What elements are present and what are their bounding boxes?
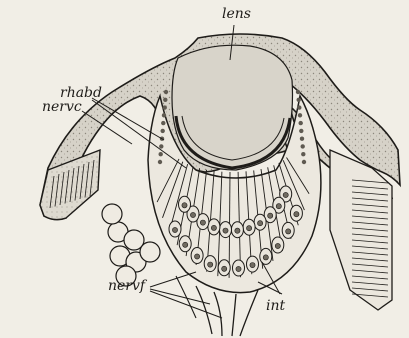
pigment-bead	[297, 105, 301, 109]
cell-nucleus	[222, 266, 227, 271]
nerve-fibre-5	[176, 276, 196, 318]
cell-nucleus	[172, 227, 177, 232]
pigment-bead	[159, 144, 163, 148]
label-rhabd: rhabd	[60, 86, 102, 100]
pigment-bead	[297, 98, 301, 102]
pigment-bead	[302, 160, 306, 164]
cell-nucleus	[247, 226, 252, 231]
left-vesicles	[102, 204, 160, 286]
pigment-bead	[300, 137, 304, 141]
nerve-fibre-1	[196, 286, 212, 334]
cell-nucleus	[286, 229, 291, 234]
leader-nervf-1	[150, 272, 196, 287]
cell-nucleus	[263, 255, 268, 260]
cell-nucleus	[208, 262, 213, 267]
cell-nucleus	[268, 213, 273, 218]
pigment-bead	[301, 152, 305, 156]
pigment-bead	[163, 105, 167, 109]
cell-nucleus	[275, 243, 280, 248]
label-int: int	[266, 299, 285, 313]
vesicle	[102, 204, 122, 224]
right-flap	[330, 150, 392, 310]
cell-nucleus	[294, 212, 299, 217]
cell-nucleus	[200, 220, 205, 225]
cell-nucleus	[258, 221, 263, 226]
cell-nucleus	[283, 192, 288, 197]
cell-nucleus	[190, 212, 195, 217]
cell-nucleus	[276, 204, 281, 209]
pigment-bead	[299, 129, 303, 133]
cell-nucleus	[183, 242, 188, 247]
cell-nucleus	[182, 203, 187, 208]
cell-nucleus	[195, 254, 200, 259]
nerve-fibre-2	[214, 292, 222, 336]
pigment-bead	[158, 160, 162, 164]
nerve-fibre-4	[240, 290, 258, 336]
nerve-fibre-3	[232, 294, 236, 336]
pigment-bead	[162, 113, 166, 117]
pigment-bead	[299, 121, 303, 125]
label-nervf: nervf	[108, 279, 145, 293]
pigment-bead	[163, 98, 167, 102]
cell-nucleus	[250, 263, 255, 268]
cell-nucleus	[236, 266, 241, 271]
pigment-bead	[159, 152, 163, 156]
vesicle	[140, 242, 160, 262]
cell-nucleus	[211, 225, 216, 230]
pigment-bead	[161, 121, 165, 125]
pigment-bead	[298, 113, 302, 117]
label-lens: lens	[222, 7, 251, 21]
pigment-bead	[164, 90, 168, 94]
label-nervc: nervc	[42, 100, 82, 114]
pigment-bead	[161, 129, 165, 133]
pigment-bead	[296, 90, 300, 94]
cell-nucleus	[223, 228, 228, 233]
pigment-bead	[301, 144, 305, 148]
cell-nucleus	[235, 228, 240, 233]
leader-nervf-3	[150, 291, 222, 318]
